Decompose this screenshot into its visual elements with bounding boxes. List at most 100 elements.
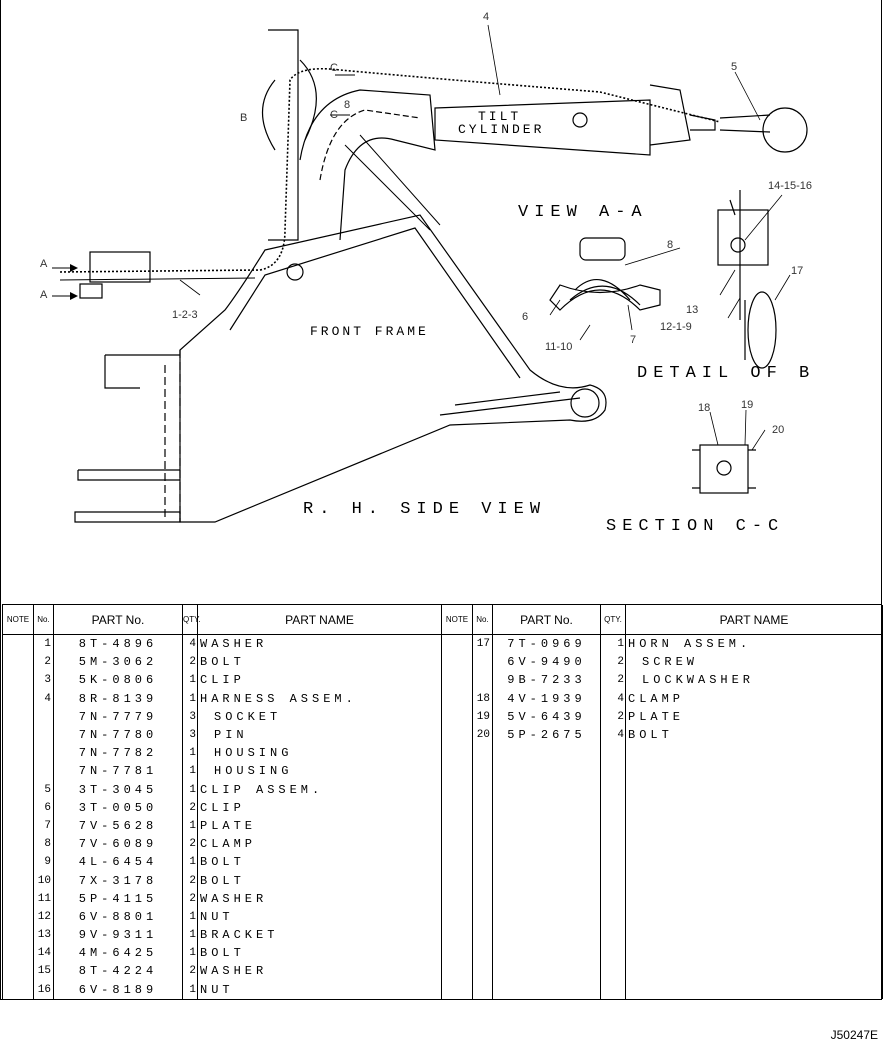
note-cell	[2, 634, 34, 654]
table-row	[441, 762, 883, 781]
part-name	[625, 744, 883, 763]
callout-19: 19	[741, 399, 754, 411]
callout-14-15-16: 14-15-16	[768, 180, 813, 192]
note-cell	[441, 980, 473, 999]
quantity	[600, 889, 626, 908]
part-number: 9B-7233	[492, 671, 601, 690]
part-number	[492, 889, 601, 908]
note-cell	[2, 780, 34, 799]
note-cell	[441, 653, 473, 672]
note-cell	[441, 907, 473, 926]
callout-13: 13	[686, 304, 699, 316]
quantity: 2	[182, 798, 198, 817]
quantity: 1	[182, 853, 198, 872]
note-cell	[441, 780, 473, 799]
item-number	[472, 944, 493, 963]
note-cell	[441, 889, 473, 908]
part-number: 5P-4115	[53, 889, 183, 908]
callout-8-view: 8	[667, 239, 674, 251]
quantity: 1	[182, 744, 198, 763]
part-number	[492, 907, 601, 926]
item-number: 17	[472, 634, 493, 654]
part-name: NUT	[197, 980, 442, 999]
part-name: HARNESS ASSEM.	[197, 689, 442, 708]
part-number: 7N-7779	[53, 707, 183, 726]
drawing-lines	[52, 24, 808, 523]
header-no: No.	[33, 605, 54, 635]
item-number	[472, 889, 493, 908]
document-code: J50247E	[830, 1028, 878, 1042]
part-number	[492, 798, 601, 817]
label-c-bottom: C	[330, 109, 338, 121]
note-cell	[441, 853, 473, 872]
frame-left-members	[74, 354, 181, 523]
frame-inner-line	[229, 227, 521, 379]
part-number: 4M-6425	[53, 944, 183, 963]
part-name	[625, 944, 883, 963]
part-name: WASHER	[197, 634, 442, 654]
part-name	[625, 835, 883, 854]
quantity	[600, 980, 626, 999]
item-number: 11	[33, 889, 54, 908]
part-number: 5P-2675	[492, 725, 601, 745]
table-row	[441, 907, 883, 926]
part-name: CLIP	[197, 798, 442, 817]
item-number	[472, 962, 493, 981]
callout-4: 4	[483, 11, 490, 23]
item-number: 16	[33, 980, 54, 999]
item-number: 2	[33, 653, 54, 672]
item-number: 12	[33, 907, 54, 926]
item-number: 20	[472, 725, 493, 745]
part-number: 7V-5628	[53, 816, 183, 836]
detail-b-bracket	[717, 209, 769, 266]
part-name: WASHER	[197, 889, 442, 908]
quantity: 1	[182, 980, 198, 999]
header-no: No.	[472, 605, 493, 635]
part-name: BOLT	[197, 853, 442, 872]
part-number	[492, 980, 601, 999]
quantity: 2	[182, 835, 198, 854]
part-name: HOUSING	[197, 762, 442, 781]
part-name: HORN ASSEM.	[625, 634, 883, 654]
part-number	[492, 944, 601, 963]
section-cc-block	[699, 444, 749, 494]
label-a-top: A	[40, 258, 48, 270]
part-name: HOUSING	[197, 744, 442, 763]
note-cell	[2, 744, 34, 763]
item-number	[472, 816, 493, 836]
part-number: 5K-0806	[53, 671, 183, 690]
quantity	[600, 835, 626, 854]
quantity	[600, 926, 626, 945]
quantity: 1	[182, 671, 198, 690]
part-number	[492, 853, 601, 872]
quantity: 1	[182, 907, 198, 926]
front-frame-outline	[179, 214, 607, 523]
part-number: 4V-1939	[492, 689, 601, 708]
part-name: BOLT	[197, 871, 442, 890]
item-number	[472, 853, 493, 872]
quantity: 2	[600, 653, 626, 672]
item-number	[472, 871, 493, 890]
note-cell	[2, 835, 34, 854]
item-number	[472, 926, 493, 945]
item-number: 1	[33, 634, 54, 654]
note-cell	[2, 980, 34, 999]
table-row	[441, 980, 883, 999]
part-number: 7N-7781	[53, 762, 183, 781]
part-number	[492, 762, 601, 781]
note-cell	[2, 962, 34, 981]
label-tilt: TILT	[478, 109, 522, 124]
note-cell	[441, 762, 473, 781]
part-name	[625, 762, 883, 781]
